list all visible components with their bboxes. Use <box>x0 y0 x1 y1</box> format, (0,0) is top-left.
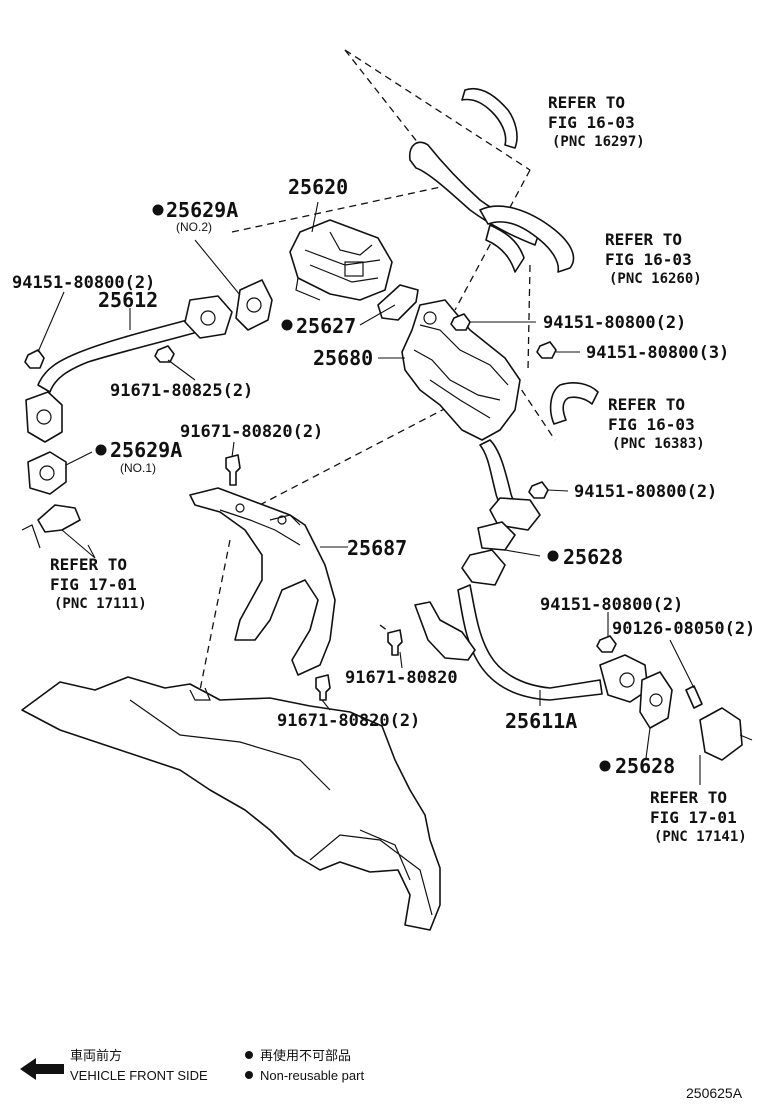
callout-94151-80800-mid2: 94151-80800(2) <box>543 313 686 333</box>
gasket-25629A-no2 <box>235 279 273 331</box>
legend-front-en: VEHICLE FRONT SIDE <box>70 1068 208 1083</box>
legend-dot-icon <box>245 1071 253 1079</box>
callout-25629A-no2-sub: (NO.2) <box>176 220 212 234</box>
callout-91671-80820-single: 91671-80820 <box>345 668 458 688</box>
nut-94151-mid3 <box>536 341 557 359</box>
egr-pipe-25612 <box>25 295 233 443</box>
front-arrow-icon <box>20 1058 64 1080</box>
dashed-assembly-lines <box>199 49 556 691</box>
callout-25628-lower: 25628 <box>615 754 675 778</box>
legend-dot-icon <box>245 1051 253 1059</box>
bolt-91671-80820-top <box>225 454 241 486</box>
svg-text:REFER TO: REFER TO <box>548 93 625 112</box>
bolt-91671-80820-single <box>387 629 403 656</box>
egr-cooler <box>401 299 541 531</box>
nut-94151-right <box>596 635 617 653</box>
callout-94151-80800-mid3: 94151-80800(3) <box>586 343 729 363</box>
refer-to-labels: REFER TO FIG 16-03 (PNC 16297) REFER TO … <box>50 93 747 845</box>
non-reusable-dot <box>281 319 293 331</box>
gasket-25627 <box>377 284 419 321</box>
non-reusable-dot <box>547 550 559 562</box>
legend: 車両前方 VEHICLE FRONT SIDE 再使用不可部品 Non-reus… <box>20 1048 743 1101</box>
callout-25620: 25620 <box>288 175 348 199</box>
svg-text:(PNC 16383): (PNC 16383) <box>612 436 705 452</box>
ref-pnc-16260: REFER TO FIG 16-03 (PNC 16260) <box>605 230 702 287</box>
gasket-25628-lower <box>639 671 673 729</box>
bolt-91671-80820-bottom <box>315 674 331 701</box>
egr-pipe-25611A <box>414 521 649 703</box>
svg-text:REFER TO: REFER TO <box>608 395 685 414</box>
bracket-25687 <box>189 487 336 676</box>
non-reusable-dot <box>599 760 611 772</box>
non-reusable-markers <box>95 204 611 772</box>
bracket-ref-17141 <box>699 707 753 761</box>
callout-91671-80820-top: 91671-80820(2) <box>180 422 323 442</box>
callout-91671-80825: 91671-80825(2) <box>110 381 253 401</box>
svg-text:REFER TO: REFER TO <box>650 788 727 807</box>
callout-25612: 25612 <box>98 288 158 312</box>
non-reusable-dot <box>95 444 107 456</box>
ref-pnc-16297: REFER TO FIG 16-03 (PNC 16297) <box>548 93 645 150</box>
egr-valve <box>289 219 393 301</box>
callout-25629A-no2: 25629A <box>166 198 238 222</box>
callout-25629A-no1-sub: (NO.1) <box>120 461 156 475</box>
legend-front-jp: 車両前方 <box>70 1048 122 1063</box>
callout-25611A: 25611A <box>505 709 577 733</box>
nut-94151-tl <box>24 349 45 369</box>
callout-94151-80800-right: 94151-80800(2) <box>540 595 683 615</box>
ref-pnc-16383: REFER TO FIG 16-03 (PNC 16383) <box>608 395 705 452</box>
legend-nonreuse-en: Non-reusable part <box>260 1068 364 1083</box>
svg-text:(PNC 16260): (PNC 16260) <box>609 271 702 287</box>
ref-pnc-17141: REFER TO FIG 17-01 (PNC 17141) <box>650 788 747 845</box>
legend-nonreuse-jp: 再使用不可部品 <box>260 1048 351 1063</box>
leader-lines <box>37 201 701 785</box>
nut-94151-low2 <box>528 481 549 499</box>
svg-text:(PNC 17141): (PNC 17141) <box>654 829 747 845</box>
callout-25627: 25627 <box>296 314 356 338</box>
svg-text:FIG 17-01: FIG 17-01 <box>50 575 137 594</box>
svg-text:FIG 16-03: FIG 16-03 <box>608 415 695 434</box>
water-hoses <box>408 88 599 425</box>
part-number-labels: 25620 25629A (NO.2) 94151-80800(2) 25612… <box>12 175 755 778</box>
callout-25629A-no1: 25629A <box>110 438 182 462</box>
callout-25680: 25680 <box>313 346 373 370</box>
bolt-91671-80825 <box>154 345 175 363</box>
nut-94151-mid2 <box>450 313 471 331</box>
callout-94151-80800-low2: 94151-80800(2) <box>574 482 717 502</box>
svg-text:REFER TO: REFER TO <box>50 555 127 574</box>
bracket-ref-17111 <box>21 504 81 549</box>
ref-pnc-17111: REFER TO FIG 17-01 (PNC 17111) <box>50 555 147 612</box>
gasket-25629A-no1 <box>27 451 67 495</box>
stud-bolt-90126 <box>685 685 703 709</box>
callout-90126-08050: 90126-08050(2) <box>612 619 755 639</box>
callout-94151-80800-tl: 94151-80800(2) <box>12 273 155 293</box>
svg-text:REFER TO: REFER TO <box>605 230 682 249</box>
engine-block <box>21 676 441 931</box>
callout-25687: 25687 <box>347 536 407 560</box>
svg-text:FIG 16-03: FIG 16-03 <box>548 113 635 132</box>
callout-25628-upper: 25628 <box>563 545 623 569</box>
svg-text:FIG 17-01: FIG 17-01 <box>650 808 737 827</box>
svg-text:(PNC 17111): (PNC 17111) <box>54 596 147 612</box>
svg-text:(PNC 16297): (PNC 16297) <box>552 134 645 150</box>
fasteners <box>24 313 617 701</box>
svg-text:FIG 16-03: FIG 16-03 <box>605 250 692 269</box>
callout-91671-80820-bottom: 91671-80820(2) <box>277 711 420 731</box>
drawing-code: 250625A <box>686 1085 743 1101</box>
non-reusable-dot <box>152 204 164 216</box>
